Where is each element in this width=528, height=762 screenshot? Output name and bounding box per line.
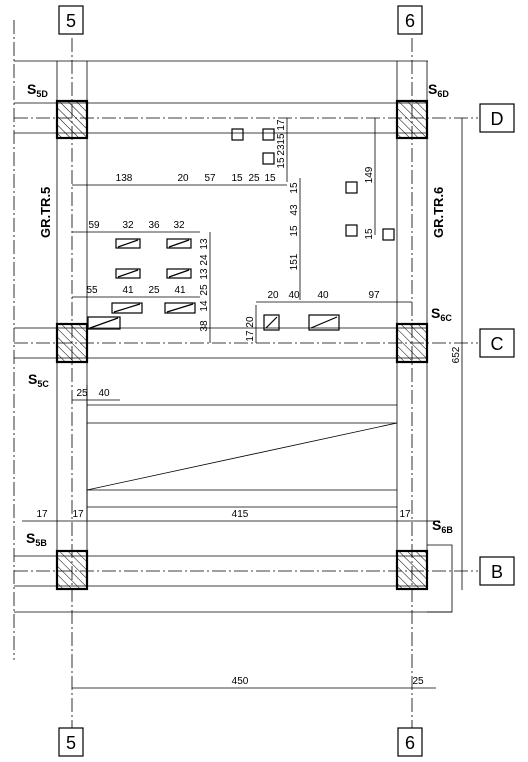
dim-v15f: 15: [289, 225, 300, 237]
col-label-s6b: S6B: [432, 517, 453, 535]
dim-v149: 149: [364, 166, 375, 183]
dim-v20: 20: [245, 316, 256, 328]
column-s6c: [395, 322, 429, 364]
dim-v14: 14: [199, 300, 210, 312]
dim-17r: 17: [399, 509, 411, 520]
dimension-texts: 138 20 57 15 25 15 59 32 36 32 55 41 25 …: [36, 119, 462, 687]
grid-label-c: C: [491, 334, 504, 354]
opening-rect-6: [164, 302, 196, 314]
dim-25a: 25: [248, 173, 260, 184]
grid-label-5-top: 5: [66, 11, 76, 31]
grid-bubble-b: [479, 556, 515, 586]
column-s5c: [55, 322, 89, 364]
col-label-s5d: S5D: [27, 81, 48, 99]
opening-rect-3: [115, 268, 141, 279]
grid-labels: 5 6 5 6 D C B: [58, 5, 515, 757]
dim-v15g: 15: [364, 228, 375, 240]
dim-20a: 20: [177, 173, 189, 184]
opening-sq-4: [345, 181, 358, 194]
beam-label-right: GR.TR.6: [431, 187, 446, 238]
dim-v15d: 15: [276, 157, 287, 169]
opening-rect-8: [263, 314, 280, 331]
dim-v15c: 15: [276, 133, 287, 145]
dim-v13a: 13: [199, 238, 210, 250]
dim-138: 138: [116, 173, 133, 184]
dim-v24: 24: [199, 254, 210, 266]
dim-15b: 15: [264, 173, 276, 184]
dim-v17a: 17: [276, 119, 287, 131]
opening-sq-2: [262, 128, 275, 141]
opening-rect-1: [115, 238, 141, 249]
dim-v15e: 15: [289, 182, 300, 194]
dim-55: 55: [86, 285, 98, 296]
beam-label-left: GR.TR.5: [38, 187, 53, 238]
column-s6b: [395, 549, 429, 591]
dim-v151: 151: [289, 253, 300, 270]
dim-15a: 15: [231, 173, 243, 184]
dim-v652: 652: [451, 346, 462, 363]
s6b-outline: [427, 544, 453, 613]
dim-25d: 25: [412, 676, 424, 687]
opening-rect-9: [308, 314, 340, 331]
dim-97: 97: [368, 290, 380, 301]
opening-rect-2: [166, 238, 192, 249]
dim-40a: 40: [288, 290, 300, 301]
opening-sq-6: [382, 228, 395, 241]
grid-bubble-c: [479, 328, 515, 358]
dim-20b: 20: [267, 290, 279, 301]
dim-17l: 17: [36, 509, 48, 520]
dim-57: 57: [204, 173, 216, 184]
dimension-lines: [22, 118, 463, 689]
openings: [87, 128, 395, 331]
dim-v43: 43: [289, 204, 300, 216]
dim-59: 59: [88, 220, 100, 231]
dim-v38: 38: [199, 320, 210, 332]
grid-label-5-bottom: 5: [66, 733, 76, 753]
columns: [55, 99, 429, 591]
dim-25b: 25: [148, 285, 160, 296]
dim-415: 415: [232, 509, 249, 520]
grid-label-b: B: [491, 562, 503, 582]
opening-sq-1: [231, 128, 244, 141]
grid-bubble-6-top: [397, 5, 423, 35]
dim-450: 450: [232, 676, 249, 687]
opening-sq-5: [345, 224, 358, 237]
col-label-s5b: S5B: [26, 530, 47, 548]
dim-40b: 40: [317, 290, 329, 301]
dim-41a: 41: [122, 285, 134, 296]
grid-bubble-d: [479, 103, 515, 133]
column-s5b: [55, 549, 89, 591]
dim-32b: 32: [173, 220, 185, 231]
dim-v25: 25: [199, 284, 210, 296]
col-label-s6d: S6D: [428, 81, 449, 99]
grid-bubble-5-top: [58, 5, 84, 35]
stair-diagonal: [86, 422, 398, 491]
grid-label-6-top: 6: [405, 11, 415, 31]
grid-bubble-5-bottom: [58, 727, 84, 757]
grid-label-d: D: [491, 109, 504, 129]
opening-sq-3: [262, 152, 275, 165]
column-s5d: [55, 99, 89, 140]
dim-41b: 41: [174, 285, 186, 296]
opening-rect-5: [111, 302, 143, 314]
dim-v17b: 17: [245, 330, 256, 342]
col-label-s5c: S5C: [28, 371, 49, 389]
dim-36: 36: [148, 220, 160, 231]
opening-rect-4: [166, 268, 192, 279]
grid-bubble-6-bottom: [397, 727, 423, 757]
grid-label-6-bottom: 6: [405, 733, 415, 753]
dim-32a: 32: [122, 220, 134, 231]
column-s6d: [395, 99, 429, 140]
dim-v23: 23: [276, 144, 287, 156]
column-names: S5D S6D S5C S6C S5B S6B: [26, 81, 453, 548]
col-label-s6c: S6C: [431, 305, 452, 323]
dim-25c: 25: [76, 388, 88, 399]
dim-17m: 17: [72, 509, 84, 520]
dim-v13b: 13: [199, 268, 210, 280]
opening-rect-7: [87, 316, 121, 330]
dim-40c: 40: [98, 388, 110, 399]
